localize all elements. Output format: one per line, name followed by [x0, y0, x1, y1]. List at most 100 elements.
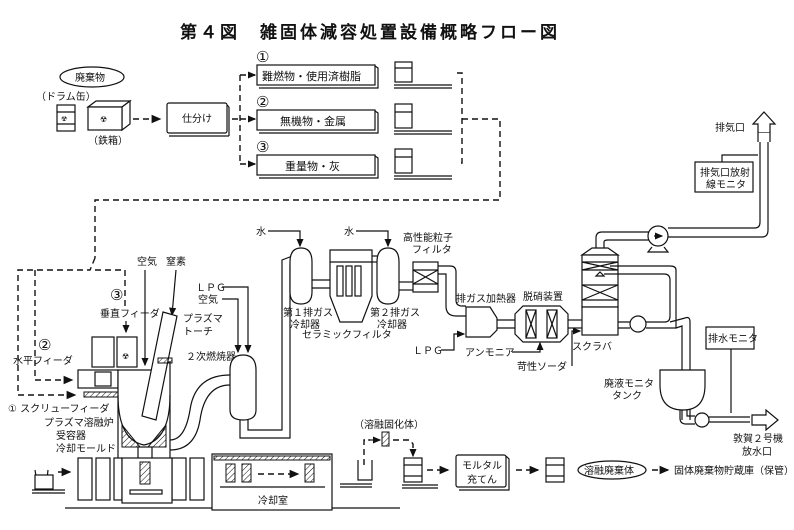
exhaust-monitor-label-1: 排気口放射: [700, 166, 750, 179]
water1-label: 水: [256, 226, 266, 238]
receiver-label: 受容器: [56, 429, 86, 442]
cooling-panels: [77, 457, 205, 501]
cooler2-label-1: 第２排ガス: [370, 306, 420, 319]
diagram-title: 第４図 雑固体減容処置設備概略フロー図: [180, 22, 560, 43]
torch-label-1: プラズマ: [183, 312, 223, 325]
exhaust-arrow-icon: [751, 111, 777, 132]
category-2: ② 無機物・金属: [256, 93, 452, 135]
waste-ellipse: [59, 66, 125, 88]
category-3: ③ 重量物・灰: [256, 138, 452, 180]
svg-text:☢: ☢: [100, 115, 107, 124]
cooler2-label-2: 冷却器: [377, 318, 407, 331]
cooling-room-label: 冷却室: [258, 494, 288, 507]
mold-label: 冷却モールド: [56, 442, 116, 455]
lpg-label: ＬＰＧ: [196, 283, 226, 294]
exhaust-monitor-box: [694, 161, 754, 193]
category-label: 無機物・金属: [280, 114, 346, 128]
drum-icon: [545, 457, 565, 483]
hepa-label-2: フィルタ: [412, 244, 452, 256]
category-1: ① 難燃物・使用済樹脂: [256, 48, 452, 89]
nitrogen-label: 窒素: [166, 255, 186, 268]
screw-feeder-label: ① スクリューフィーダ: [8, 402, 109, 415]
product-label: 溶融廃棄体: [584, 464, 634, 477]
caustic-soda-label: 苛性ソーダ: [517, 360, 567, 373]
feeders: ③ 垂直フィーダ ② 水平フィーダ ① スクリューフィーダ ☢: [8, 257, 160, 415]
pump-icon: [629, 315, 647, 333]
air-label: 空気: [198, 293, 218, 306]
combustor-label: ２次燃焼器: [186, 350, 236, 363]
drum-label: （ドラム缶）: [36, 90, 96, 103]
drain-monitor-box: [705, 326, 755, 350]
product-ellipse: [577, 460, 647, 480]
horizontal-feeder-number: ②: [38, 336, 51, 354]
sorting-label: 仕分け: [182, 112, 212, 125]
hepa-label-1: 高性能粒子: [403, 231, 453, 244]
steel-box-icon: ☢: [86, 99, 132, 132]
ammonia-label: アンモニア: [465, 348, 515, 359]
exhaust-monitor-label-2: 線モニタ: [706, 178, 746, 191]
solidification-line: （溶融固化体） モルタル 充てん 溶融廃棄体 固体廃棄物貯蔵庫（保管）: [340, 418, 794, 491]
combustor-vessel: [229, 354, 257, 421]
category-number: ①: [256, 48, 269, 66]
water2-label: 水: [344, 226, 354, 238]
solid-ingot-icon: [381, 431, 390, 447]
cooling-line: 冷却室: [32, 453, 400, 511]
drum-icon: [394, 148, 413, 174]
outlet-label-1: 敦賀２号機: [733, 432, 783, 445]
storage-label: 固体廃棄物貯蔵庫（保管）: [674, 464, 794, 477]
tank-label-2: タンク: [612, 390, 642, 402]
lpg2-label: ＬＰＧ: [413, 346, 443, 357]
category-number: ②: [256, 93, 269, 111]
gas-heater: [465, 306, 498, 338]
cooler1-label-1: 第１排ガス: [283, 306, 333, 319]
plasma-furnace: プラズマ トーチ プラズマ溶融炉 受容器 冷却モールド: [44, 311, 223, 471]
vertical-feeder-number: ③: [110, 286, 123, 304]
category-label: 重量物・灰: [285, 159, 340, 173]
waste-liquid-tank: [659, 369, 706, 411]
tank-label-1: 廃液モニタ: [604, 377, 654, 390]
drain-monitor-label: 排水モニタ: [708, 332, 758, 345]
torch-label-2: トーチ: [183, 326, 213, 338]
drain-pump-icon: [694, 412, 710, 428]
denitration-unit: [514, 305, 569, 343]
heater-label: 排ガス加熱器: [456, 292, 516, 305]
steel-box-label: （鉄箱）: [88, 134, 128, 147]
category-label: 難燃物・使用済樹脂: [262, 69, 361, 83]
secondary-combustor: ＬＰＧ 空気 ２次燃焼器: [169, 254, 301, 451]
drum-icon: [403, 457, 423, 483]
horizontal-feeder-label: 水平フィーダ: [13, 354, 73, 367]
svg-text:☢: ☢: [122, 352, 129, 361]
mortar-label-2: 充てん: [467, 473, 497, 486]
plasma-torch-icon: [141, 311, 178, 421]
gas-treatment: 水 第１排ガス 冷却器 セラミックフィルタ 水 第２排ガス 冷却器 高性能粒子 …: [256, 142, 769, 420]
drum-icon: [394, 61, 413, 83]
drum-icon: ☢: [56, 104, 76, 132]
drum-icon: [394, 103, 413, 129]
svg-text:☢: ☢: [61, 115, 67, 123]
category-number: ③: [256, 138, 269, 156]
cooler1-label-2: 冷却器: [290, 318, 320, 331]
waste-label: 廃棄物: [75, 71, 105, 84]
mortar-box: [455, 454, 507, 488]
solid-label: （溶融固化体）: [354, 418, 424, 431]
denitration-label: 脱硝装置: [523, 290, 563, 303]
furnace-label: プラズマ溶融炉: [44, 416, 114, 429]
air-nitrogen-feed: 空気 窒素: [137, 255, 186, 367]
sorting-box: 仕分け: [166, 102, 230, 137]
outlet-label-2: 放水口: [742, 445, 772, 458]
vertical-feeder-label: 垂直フィーダ: [100, 307, 160, 320]
ceramic-filter-label: セラミックフィルタ: [302, 329, 392, 341]
air-label: 空気: [137, 255, 157, 268]
discharge-arrow-icon: [751, 408, 779, 432]
cooler2-vessel: [376, 247, 400, 305]
waste-intake: 廃棄物 （ドラム缶） ☢ ☢ （鉄箱） 仕分け: [36, 66, 257, 168]
drain-system: 排水モニタ 廃液モニタ タンク 敦賀２号機 放水口: [604, 326, 783, 458]
mortar-label-1: モルタル: [462, 460, 502, 472]
exhaust-fan-icon: [646, 225, 670, 253]
exhaust-stack: 排気口 排気口放射 線モニタ: [694, 111, 777, 193]
stack-label: 排気口: [715, 121, 745, 134]
cooler1-vessel: [289, 247, 313, 305]
scrubber-label: スクラバ: [572, 341, 612, 353]
scrubber: [580, 247, 620, 336]
